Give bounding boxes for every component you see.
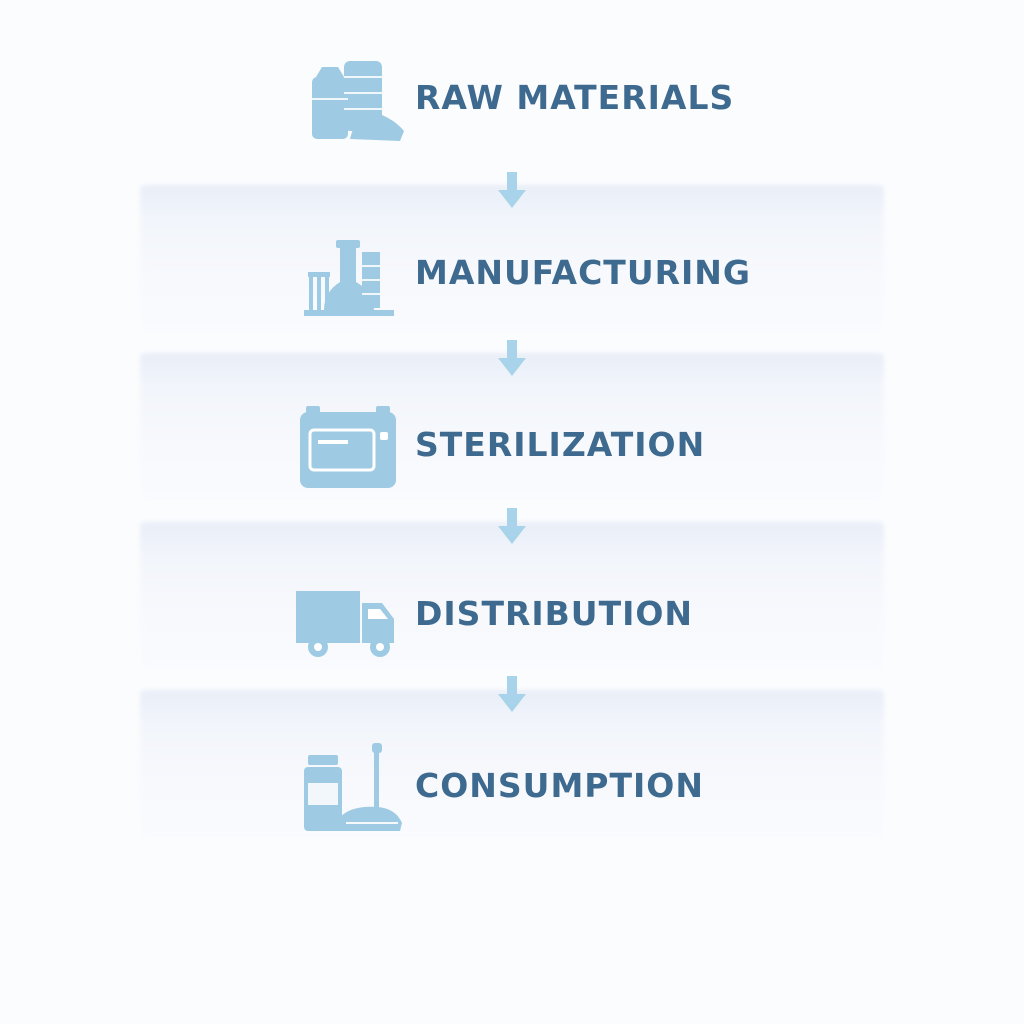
section-band — [140, 353, 884, 503]
down-arrow-icon — [494, 508, 530, 548]
section-band — [140, 522, 884, 672]
down-arrow-icon — [494, 676, 530, 716]
stage-consumption: CONSUMPTION — [0, 738, 1024, 838]
autoclave-icon — [296, 402, 408, 492]
down-arrow-icon — [494, 172, 530, 212]
stage-label: MANUFACTURING — [415, 253, 752, 292]
section-band — [140, 690, 884, 840]
stage-label: STERILIZATION — [415, 425, 706, 464]
stage-label: RAW MATERIALS — [415, 78, 735, 117]
stage-distribution: DISTRIBUTION — [0, 566, 1024, 666]
raw-materials-icon — [296, 55, 408, 145]
stage-label: DISTRIBUTION — [415, 594, 694, 633]
stage-manufacturing: MANUFACTURING — [0, 225, 1024, 325]
down-arrow-icon — [494, 340, 530, 380]
stage-raw-materials: RAW MATERIALS — [0, 50, 1024, 150]
factory-icon — [296, 230, 408, 320]
stage-sterilization: STERILIZATION — [0, 397, 1024, 497]
truck-icon — [296, 571, 408, 661]
stage-label: CONSUMPTION — [415, 766, 704, 805]
section-band — [140, 185, 884, 335]
jar-and-mop-icon — [296, 743, 408, 833]
